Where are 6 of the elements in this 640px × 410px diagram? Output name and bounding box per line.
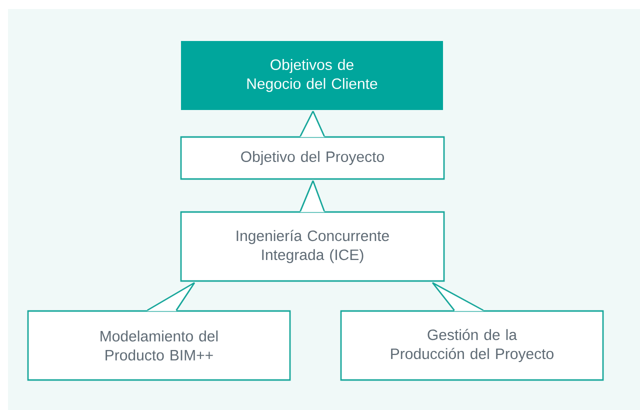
callout-pointer	[300, 180, 325, 212]
callout-pointer	[432, 282, 484, 312]
callout-pointer	[300, 110, 325, 138]
callout-box: Ingeniería Concurrente Integrada (ICE)	[180, 211, 445, 282]
callout-pointer	[146, 282, 196, 312]
heading-box: Objetivos de Negocio del Cliente	[181, 41, 443, 110]
